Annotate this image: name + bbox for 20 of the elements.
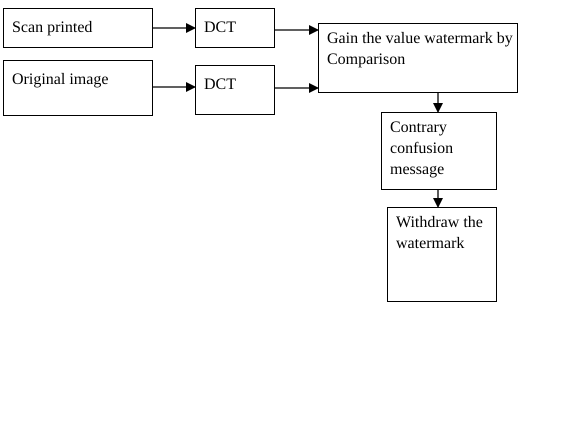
process-box xyxy=(195,65,275,115)
box-text: Withdraw the watermark xyxy=(396,213,484,254)
box-text: Original image xyxy=(12,70,110,90)
box-text: Scan printed xyxy=(12,18,94,38)
process-box xyxy=(387,207,497,302)
process-box xyxy=(195,8,275,48)
box-text: DCT xyxy=(204,18,237,38)
process-box xyxy=(3,60,153,116)
arrow xyxy=(433,190,443,208)
arrow xyxy=(275,25,319,35)
box-text: DCT xyxy=(204,75,237,95)
process-box xyxy=(381,112,497,190)
box-text: Contrary confusion message xyxy=(390,118,454,180)
process-box xyxy=(318,23,518,93)
arrow xyxy=(153,23,196,33)
arrow xyxy=(433,93,443,113)
process-box xyxy=(3,8,153,48)
box-text: Gain the value watermark by Comparison xyxy=(327,29,514,70)
arrow xyxy=(153,82,196,92)
arrow xyxy=(275,83,319,93)
